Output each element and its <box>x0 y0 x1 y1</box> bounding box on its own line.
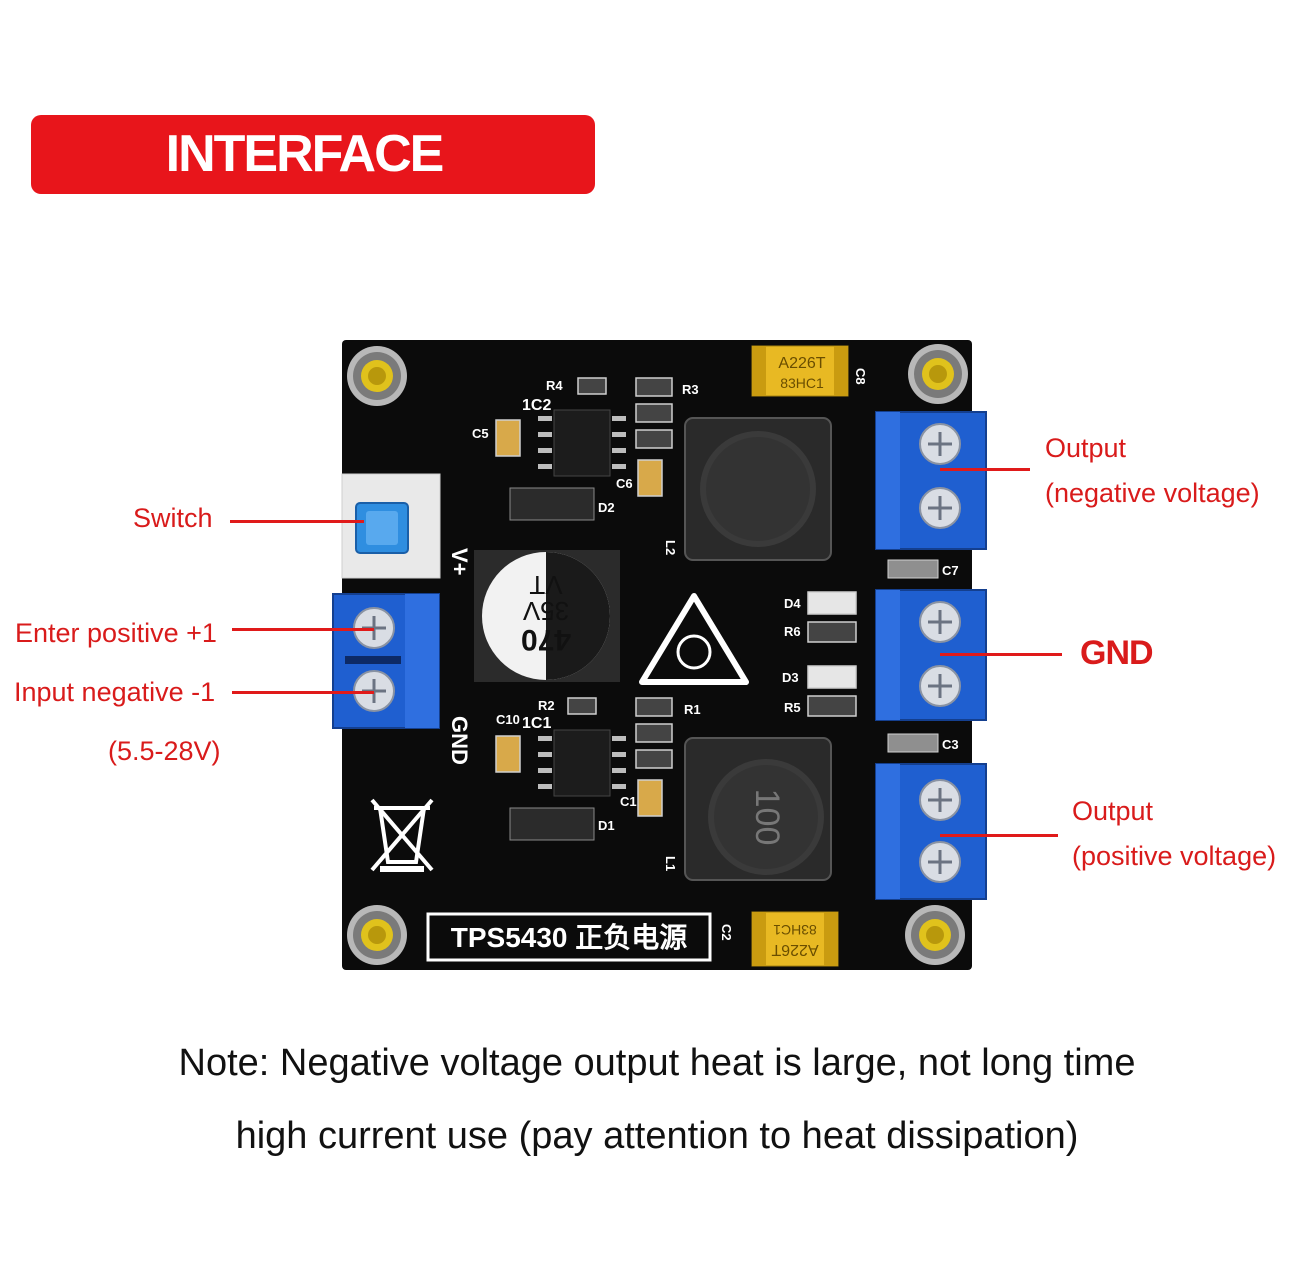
tantalum-top-code: A226T <box>778 355 825 372</box>
ref-c2: C2 <box>719 924 734 941</box>
ref-r5: R5 <box>784 700 801 715</box>
ref-r3: R3 <box>682 382 699 397</box>
output-negative-subtitle: (negative voltage) <box>1045 478 1260 508</box>
mounting-hole-bottom-right <box>905 905 965 965</box>
ref-r4: R4 <box>546 378 563 393</box>
note-line-2: high current use (pay attention to heat … <box>235 1115 1079 1157</box>
input-range-label: (5.5-28V) <box>108 736 221 766</box>
capacitor-c7 <box>887 559 939 579</box>
tantalum-capacitor-bottom <box>751 911 839 967</box>
silkscreen-vplus: V+ <box>447 548 472 576</box>
ic-bottom <box>553 729 611 797</box>
model-label-box <box>426 912 712 962</box>
output-positive-subtitle: (positive voltage) <box>1072 841 1277 871</box>
ref-c3: C3 <box>942 737 959 752</box>
capacitor-value-text: 470 <box>521 623 571 656</box>
capacitor-series-text: VT <box>529 570 562 600</box>
esd-warning-symbol <box>639 593 749 685</box>
inductor-l2 <box>684 417 832 561</box>
input-negative-leader-line <box>232 691 374 694</box>
output-positive-terminal-block <box>875 763 987 900</box>
tantalum-capacitor-top <box>751 345 849 397</box>
ref-l2: L2 <box>663 540 678 555</box>
ref-d2: D2 <box>598 500 615 515</box>
silkscreen-gnd: GND <box>447 716 472 765</box>
ref-r6: R6 <box>784 624 801 639</box>
ref-d1: D1 <box>598 818 615 833</box>
mounting-hole-top-right <box>908 344 968 404</box>
model-label: TPS5430 正负电源 <box>451 922 688 953</box>
input-terminal-block <box>332 593 440 729</box>
ref-c8: C8 <box>853 368 868 385</box>
ref-c5: C5 <box>472 426 489 441</box>
output-negative-leader-line <box>940 468 1030 471</box>
note-line-1: Note: Negative voltage output heat is la… <box>178 1042 1136 1084</box>
ref-c10: C10 <box>496 712 520 727</box>
tantalum-bottom-lot: 83HC1 <box>773 922 817 938</box>
weee-bin-symbol <box>370 798 434 872</box>
input-positive-leader-line <box>232 628 374 631</box>
ref-c6: C6 <box>616 476 633 491</box>
ref-ic1: 1C1 <box>522 715 551 732</box>
ref-r2: R2 <box>538 698 555 713</box>
ref-d4: D4 <box>784 596 801 611</box>
mounting-hole-top-left <box>347 346 407 406</box>
title-banner: INTERFACE DESCRIPTION <box>31 115 595 262</box>
input-positive-label: Enter positive +1 <box>15 618 217 648</box>
inductor-l1 <box>684 737 832 881</box>
tantalum-top-lot: 83HC1 <box>780 375 824 391</box>
tantalum-bottom-code: A226T <box>771 941 818 958</box>
gnd-label: GND <box>1080 634 1154 672</box>
output-negative-title: Output <box>1045 433 1127 463</box>
ref-l1: L1 <box>663 856 678 871</box>
capacitor-c3 <box>887 733 939 753</box>
switch-leader-line <box>230 520 364 523</box>
diode-d1 <box>509 807 595 841</box>
gnd-leader-line <box>940 653 1062 656</box>
output-positive-leader-line <box>940 834 1058 837</box>
inductor-l1-marking: 100 <box>748 789 786 846</box>
switch-label: Switch <box>133 503 213 533</box>
mounting-hole-bottom-left <box>347 905 407 965</box>
output-negative-terminal-block <box>875 411 987 550</box>
ref-c7: C7 <box>942 563 959 578</box>
capacitor-voltage-text: 35V <box>522 596 569 626</box>
input-negative-label: Input negative -1 <box>14 677 216 707</box>
title-text: INTERFACE DESCRIPTION <box>137 125 472 262</box>
ic-top <box>553 409 611 477</box>
output-positive-title: Output <box>1072 796 1154 826</box>
ref-d3: D3 <box>782 670 799 685</box>
ref-c1: C1 <box>620 794 637 809</box>
ref-ic2: 1C2 <box>522 397 551 414</box>
electrolytic-capacitor <box>474 550 620 682</box>
ref-r1: R1 <box>684 702 701 717</box>
diode-d2 <box>509 487 595 521</box>
